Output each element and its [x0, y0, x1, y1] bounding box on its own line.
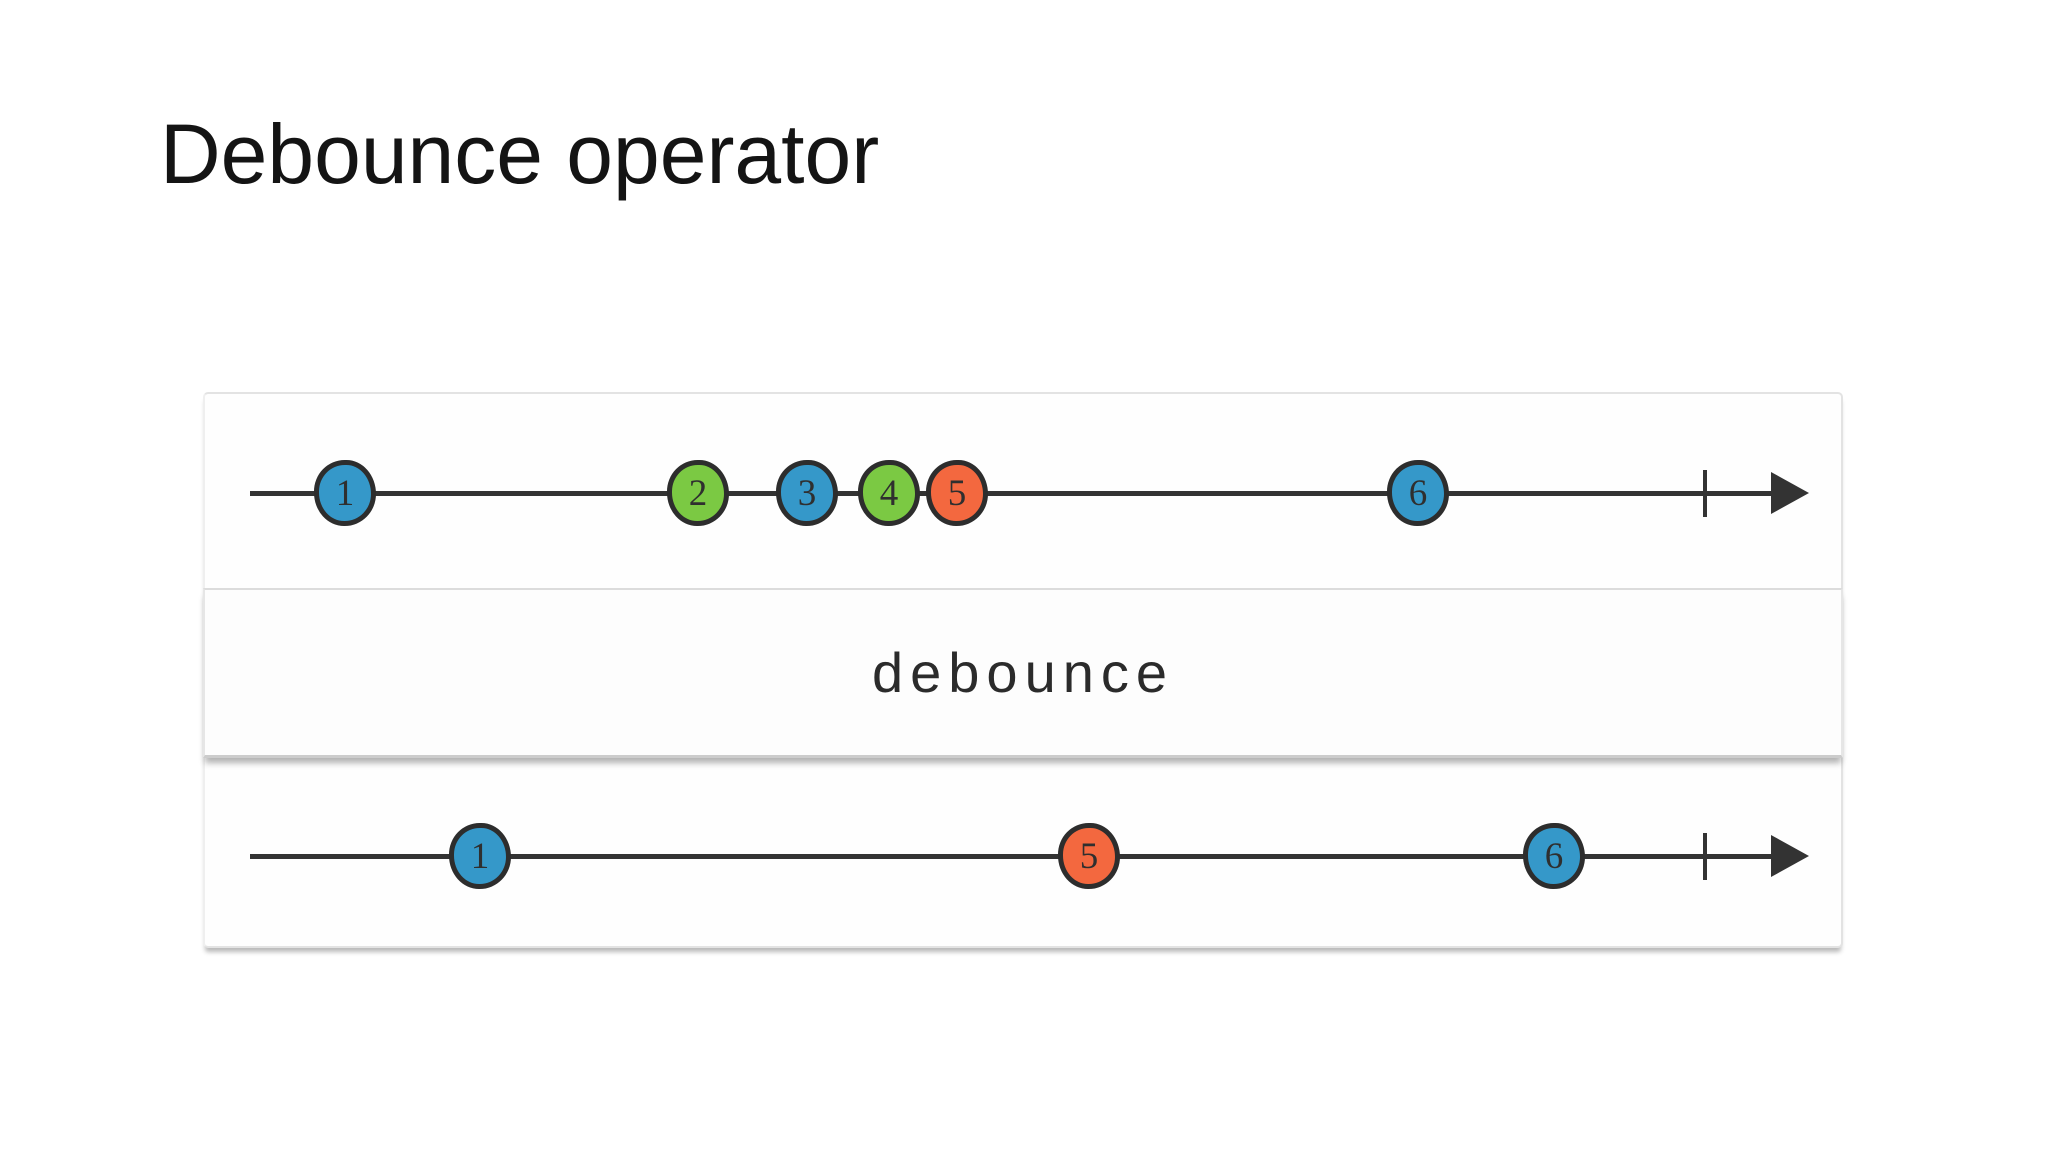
marble-4: 4: [858, 460, 920, 526]
output-completion-tick: [1703, 833, 1707, 880]
operator-label: debounce: [871, 641, 1174, 704]
input-arrow-icon: [1771, 472, 1809, 514]
input-completion-tick: [1703, 470, 1707, 517]
slide-title: Debounce operator: [160, 107, 880, 201]
marble-5: 5: [926, 460, 988, 526]
marble-5: 5: [1058, 823, 1120, 889]
marble-3: 3: [776, 460, 838, 526]
marble-6: 6: [1523, 823, 1585, 889]
marble-6: 6: [1387, 460, 1449, 526]
output-arrow-icon: [1771, 835, 1809, 877]
marble-1: 1: [314, 460, 376, 526]
marble-2: 2: [667, 460, 729, 526]
operator-box: debounce: [203, 588, 1843, 758]
marble-1: 1: [449, 823, 511, 889]
output-timeline-line: [250, 854, 1778, 859]
input-timeline-line: [250, 491, 1778, 496]
